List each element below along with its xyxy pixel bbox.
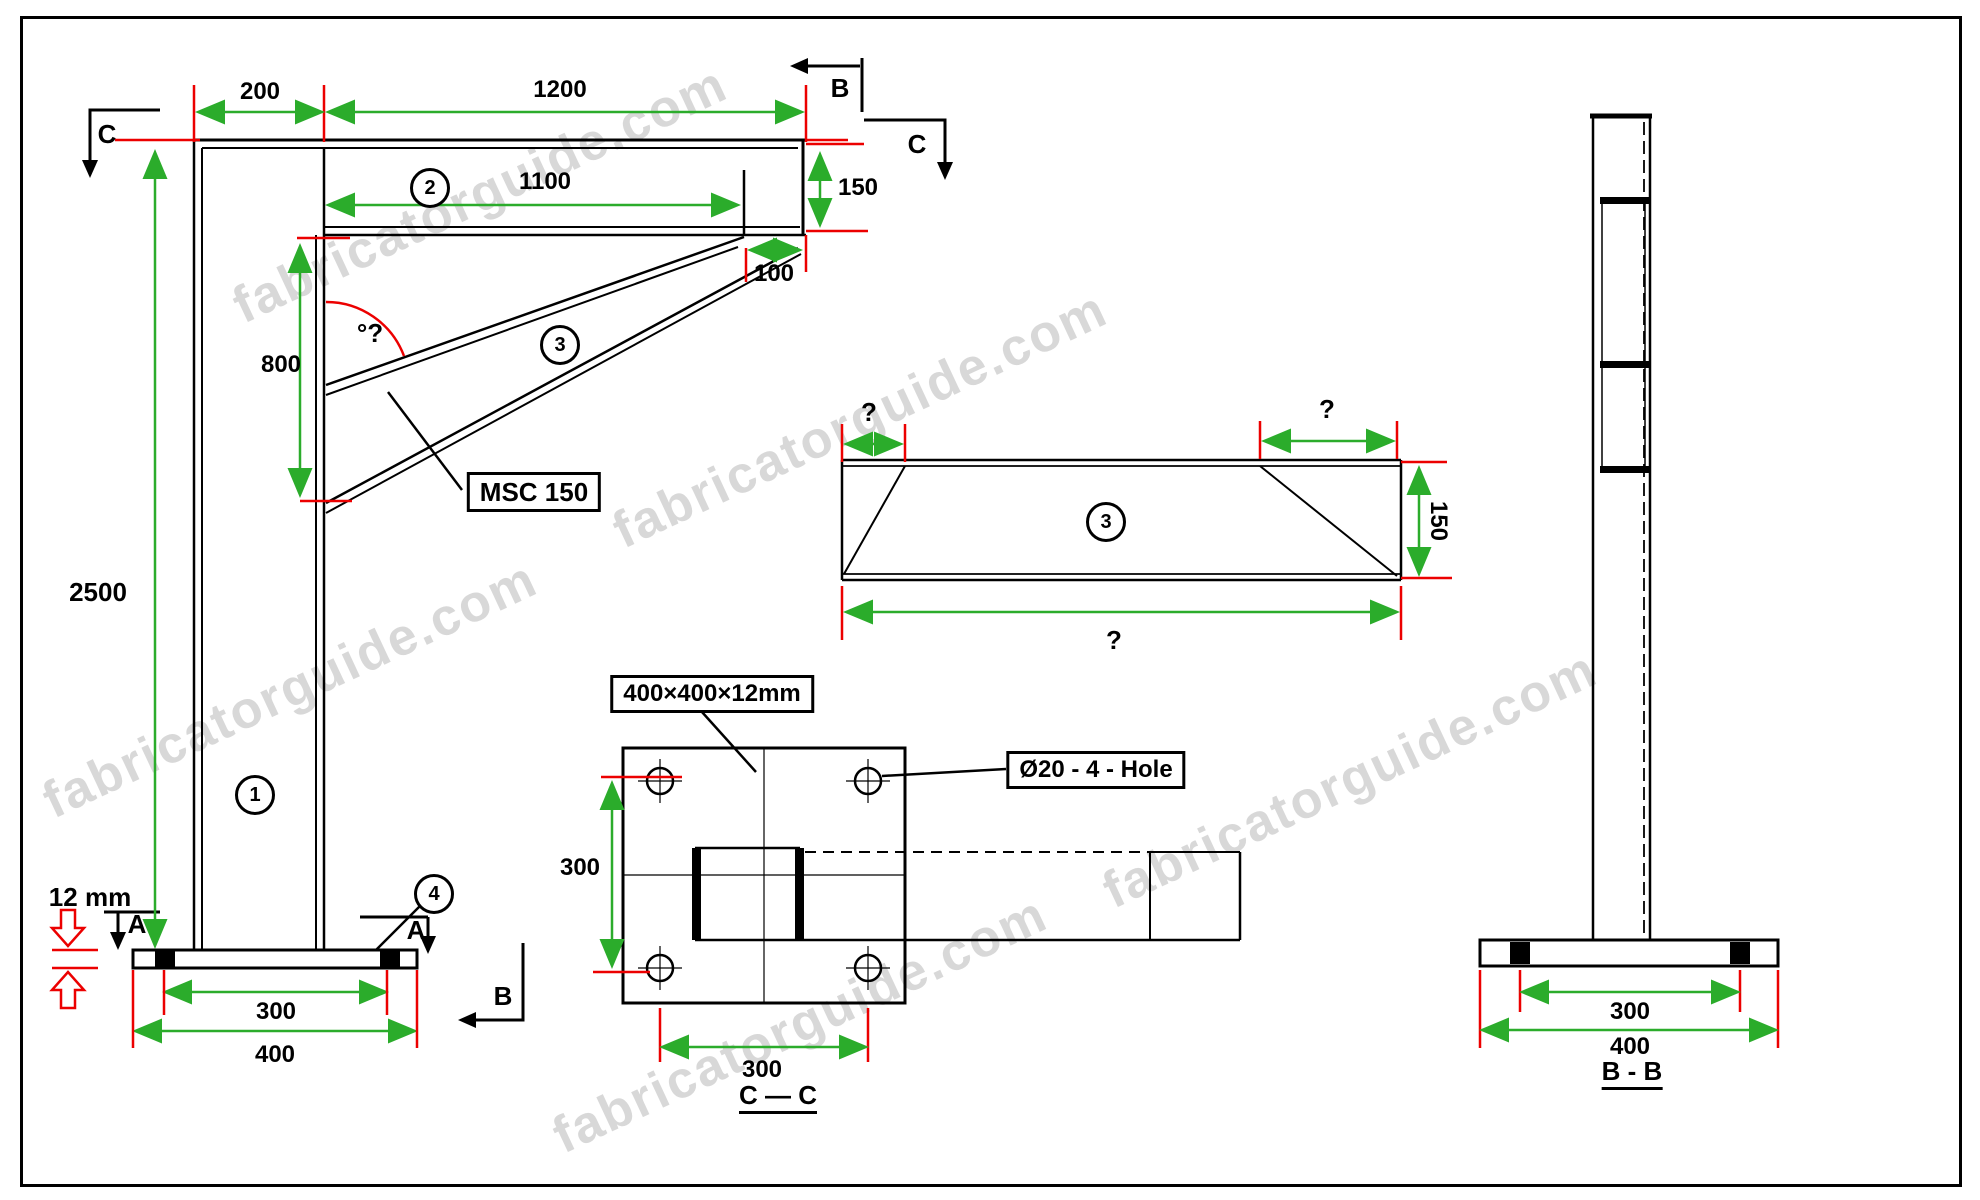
dim-1100: 1100 [518,168,572,195]
holes-label: Ø20 - 4 - Hole [1006,751,1186,789]
thickness-arrow-down [49,908,87,948]
dim-400-elevation: 400 [254,1041,296,1068]
dim-100: 100 [753,260,795,287]
part-badge-3-detail: 3 [1086,502,1126,542]
section-arrow-b-bottom [458,1012,476,1028]
dim-200: 200 [239,78,281,105]
weld-mark [380,950,400,968]
part-badge-1: 1 [235,775,275,815]
section-arrow-b-top [790,58,808,74]
cc-dim-300-horizontal: 300 [741,1056,783,1083]
drawing-border [20,16,1962,1187]
brace-section-label: MSC 150 [466,472,602,512]
part-badge-2: 2 [410,168,450,208]
section-label-c-top-left: C [97,119,117,149]
dim-300-elevation: 300 [255,998,297,1025]
dim-150-arm: 150 [837,174,879,201]
section-arrow-c-left [82,160,98,178]
dim-2500: 2500 [69,577,127,607]
bb-dim-400: 400 [1609,1033,1651,1060]
cc-title: C — C [739,1082,817,1114]
section-label-b-top: B [830,73,850,103]
part-badge-3: 3 [540,325,580,365]
detail-dim-left: ? [861,397,877,427]
section-label-c-top-right: C [907,129,927,159]
section-arrow-a-right [420,936,436,954]
dim-800: 800 [260,351,302,378]
bb-dim-300: 300 [1609,998,1651,1025]
cc-dim-300-vertical: 300 [559,854,601,881]
dim-1200: 1200 [533,76,587,103]
section-label-a-right: A [406,915,426,945]
weld-mark [155,950,175,968]
section-label-b-bottom: B [493,981,513,1011]
angle-arc [325,300,406,357]
section-label-a-left: A [127,909,147,939]
weld-mark [1730,942,1750,964]
thickness-arrow-up [49,970,87,1010]
section-arrow-a-left [110,932,126,950]
detail-dim-right: ? [1319,394,1335,424]
detail-dim-height: 150 [1425,500,1452,542]
detail-dim-total: ? [1106,625,1122,655]
weld-mark [1510,942,1530,964]
plate-thickness-label: 12 mm [48,882,132,912]
part-badge-4: 4 [414,874,454,914]
bb-title: B - B [1601,1058,1663,1090]
plate-size-label: 400×400×12mm [610,675,814,713]
angle-label: °? [356,318,384,348]
section-arrow-c-right [937,162,953,180]
